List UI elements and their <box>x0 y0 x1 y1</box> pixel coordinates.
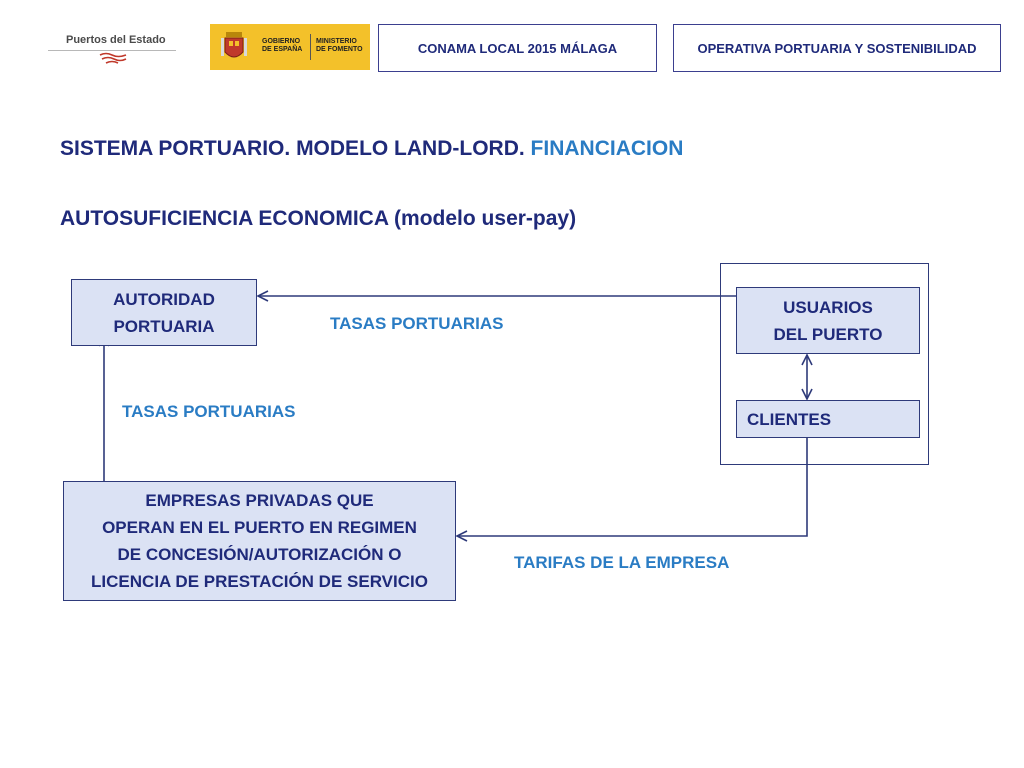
operativa-header-box: OPERATIVA PORTUARIA Y SOSTENIBILIDAD <box>673 24 1001 72</box>
logo-puertos-text: Puertos del Estado <box>66 34 166 46</box>
clientes-label: CLIENTES <box>747 409 832 429</box>
empresas-line-4: LICENCIA DE PRESTACIÓN DE SERVICIO <box>91 572 428 591</box>
empresas-privadas-box: EMPRESAS PRIVADAS QUE OPERAN EN EL PUERT… <box>63 481 456 601</box>
title-main: SISTEMA PORTUARIO. MODELO LAND-LORD. <box>60 137 525 160</box>
coat-of-arms-icon <box>221 32 247 58</box>
operativa-label: OPERATIVA PORTUARIA Y SOSTENIBILIDAD <box>697 40 977 56</box>
empresas-line-2: OPERAN EN EL PUERTO EN REGIMEN <box>102 518 417 537</box>
ministerio-text: MINISTERIO DE FOMENTO <box>316 38 363 53</box>
usuarios-del-puerto-box: USUARIOS DEL PUERTO <box>736 287 920 354</box>
gobierno-text: GOBIERNO DE ESPAÑA <box>262 38 303 53</box>
title-highlight: FINANCIACION <box>524 137 684 160</box>
empresas-line-3: DE CONCESIÓN/AUTORIZACIÓN O <box>117 545 402 564</box>
conama-header-box: CONAMA LOCAL 2015 MÁLAGA <box>378 24 657 72</box>
usuarios-clientes-group <box>720 263 929 465</box>
label-tarifas-empresa: TARIFAS DE LA EMPRESA <box>514 553 730 572</box>
puertos-del-estado-logo: Puertos del Estado <box>48 22 178 66</box>
empresas-line-1: EMPRESAS PRIVADAS QUE <box>145 491 374 510</box>
logo-divider <box>310 34 311 60</box>
label-tasas-portuarias-left: TASAS PORTUARIAS <box>122 402 296 421</box>
page-title: SISTEMA PORTUARIO. MODELO LAND-LORD. FIN… <box>60 137 683 161</box>
logo-rule <box>48 50 176 51</box>
autoridad-portuaria-box: AUTORIDAD PORTUARIA <box>71 279 257 346</box>
conama-label: CONAMA LOCAL 2015 MÁLAGA <box>417 40 618 56</box>
clientes-box: CLIENTES <box>736 400 920 438</box>
arrow-clientes-to-empresas <box>457 438 808 536</box>
page-subtitle: AUTOSUFICIENCIA ECONOMICA (modelo user-p… <box>60 207 577 230</box>
autoridad-line-2: PORTUARIA <box>113 316 215 336</box>
autoridad-line-1: AUTORIDAD <box>113 289 215 309</box>
gobierno-espana-logo: GOBIERNO DE ESPAÑA MINISTERIO DE FOMENTO <box>210 24 370 70</box>
puertos-wave-icon <box>99 52 127 64</box>
label-tasas-portuarias-top: TASAS PORTUARIAS <box>330 314 504 333</box>
usuarios-line-2: DEL PUERTO <box>773 324 883 344</box>
usuarios-line-1: USUARIOS <box>783 297 873 317</box>
